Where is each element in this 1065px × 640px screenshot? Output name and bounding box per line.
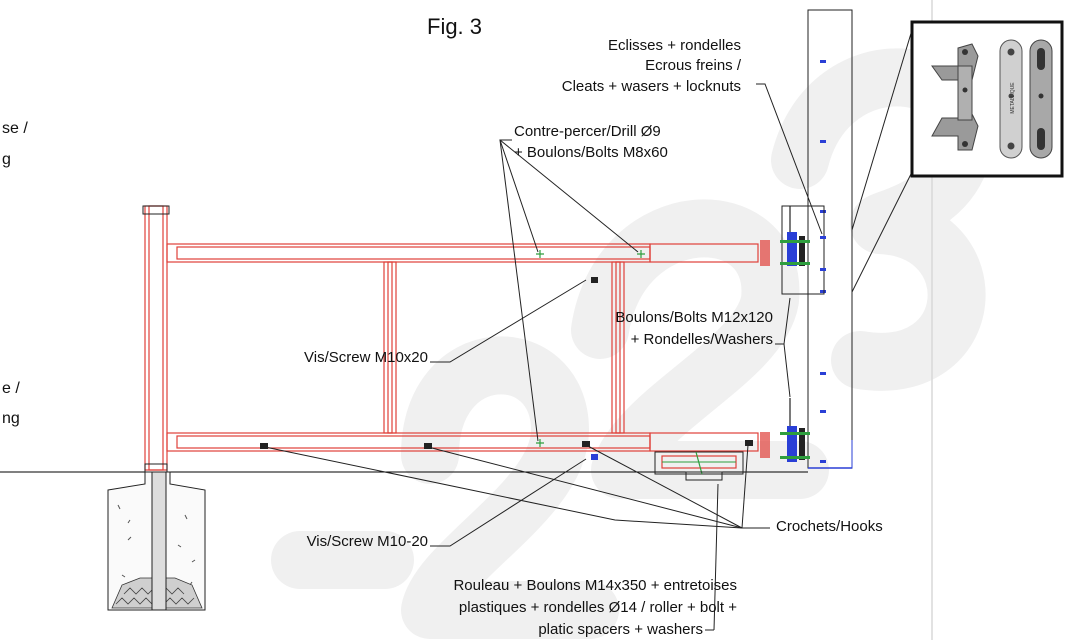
callout-bolts-m12-line2: + Rondelles/Washers — [631, 331, 773, 348]
hinge-top — [760, 205, 826, 295]
left-partial-label-2a: e / — [2, 380, 20, 397]
gate-frame — [166, 243, 759, 452]
left-partial-label-1b: g — [2, 151, 11, 168]
callout-roller-line1: Rouleau + Boulons M14x350 + entretoises — [453, 577, 737, 594]
callout-roller-line3: platic spacers + washers — [538, 621, 703, 638]
callout-cleats-line3: Cleats + wasers + locknuts — [562, 78, 741, 95]
callout-hooks: Crochets/Hooks — [776, 518, 883, 535]
wall-column — [807, 9, 853, 469]
callout-drill-line1: Contre-percer/Drill Ø9 — [514, 123, 661, 140]
inset-photo: METALLIQUE — [910, 20, 1064, 178]
watermark — [271, 48, 993, 639]
callout-cleats: Eclisses + rondelles Ecrous freins / Cle… — [562, 37, 742, 95]
cleat-plate-slotted-icon — [1029, 39, 1053, 159]
cleat-plate-flat-icon: METALLIQUE — [999, 39, 1023, 159]
leader-lines — [264, 29, 913, 631]
gate-post — [142, 205, 170, 611]
callout-cleats-line2: Ecrous freins / — [645, 57, 742, 74]
callout-bolts-m12-line1: Boulons/Bolts M12x120 — [615, 309, 773, 326]
roller-box — [654, 451, 744, 481]
cleat-plate-bent-icon — [931, 43, 979, 151]
left-partial-label-1a: se / — [2, 120, 28, 137]
callout-screw-m10-20: Vis/Screw M10-20 — [307, 533, 428, 550]
figure-title: Fig. 3 — [427, 14, 482, 39]
callout-bolts-m12: Boulons/Bolts M12x120 + Rondelles/Washer… — [615, 309, 773, 348]
hardware-marks — [260, 250, 753, 460]
callout-cleats-line1: Eclisses + rondelles — [608, 37, 741, 54]
callout-screw-m10x20: Vis/Screw M10x20 — [304, 349, 428, 366]
left-partial-label-2b: ng — [2, 410, 20, 427]
callout-roller-line2: plastiques + rondelles Ø14 / roller + bo… — [459, 599, 737, 616]
callout-roller: Rouleau + Boulons M14x350 + entretoises … — [453, 577, 737, 638]
callout-drill: Contre-percer/Drill Ø9 + Boulons/Bolts M… — [514, 123, 668, 161]
hinge-bottom — [760, 398, 810, 462]
callout-drill-line2: + Boulons/Bolts M8x60 — [514, 144, 668, 161]
plate-marking: METALLIQUE — [1010, 82, 1016, 114]
